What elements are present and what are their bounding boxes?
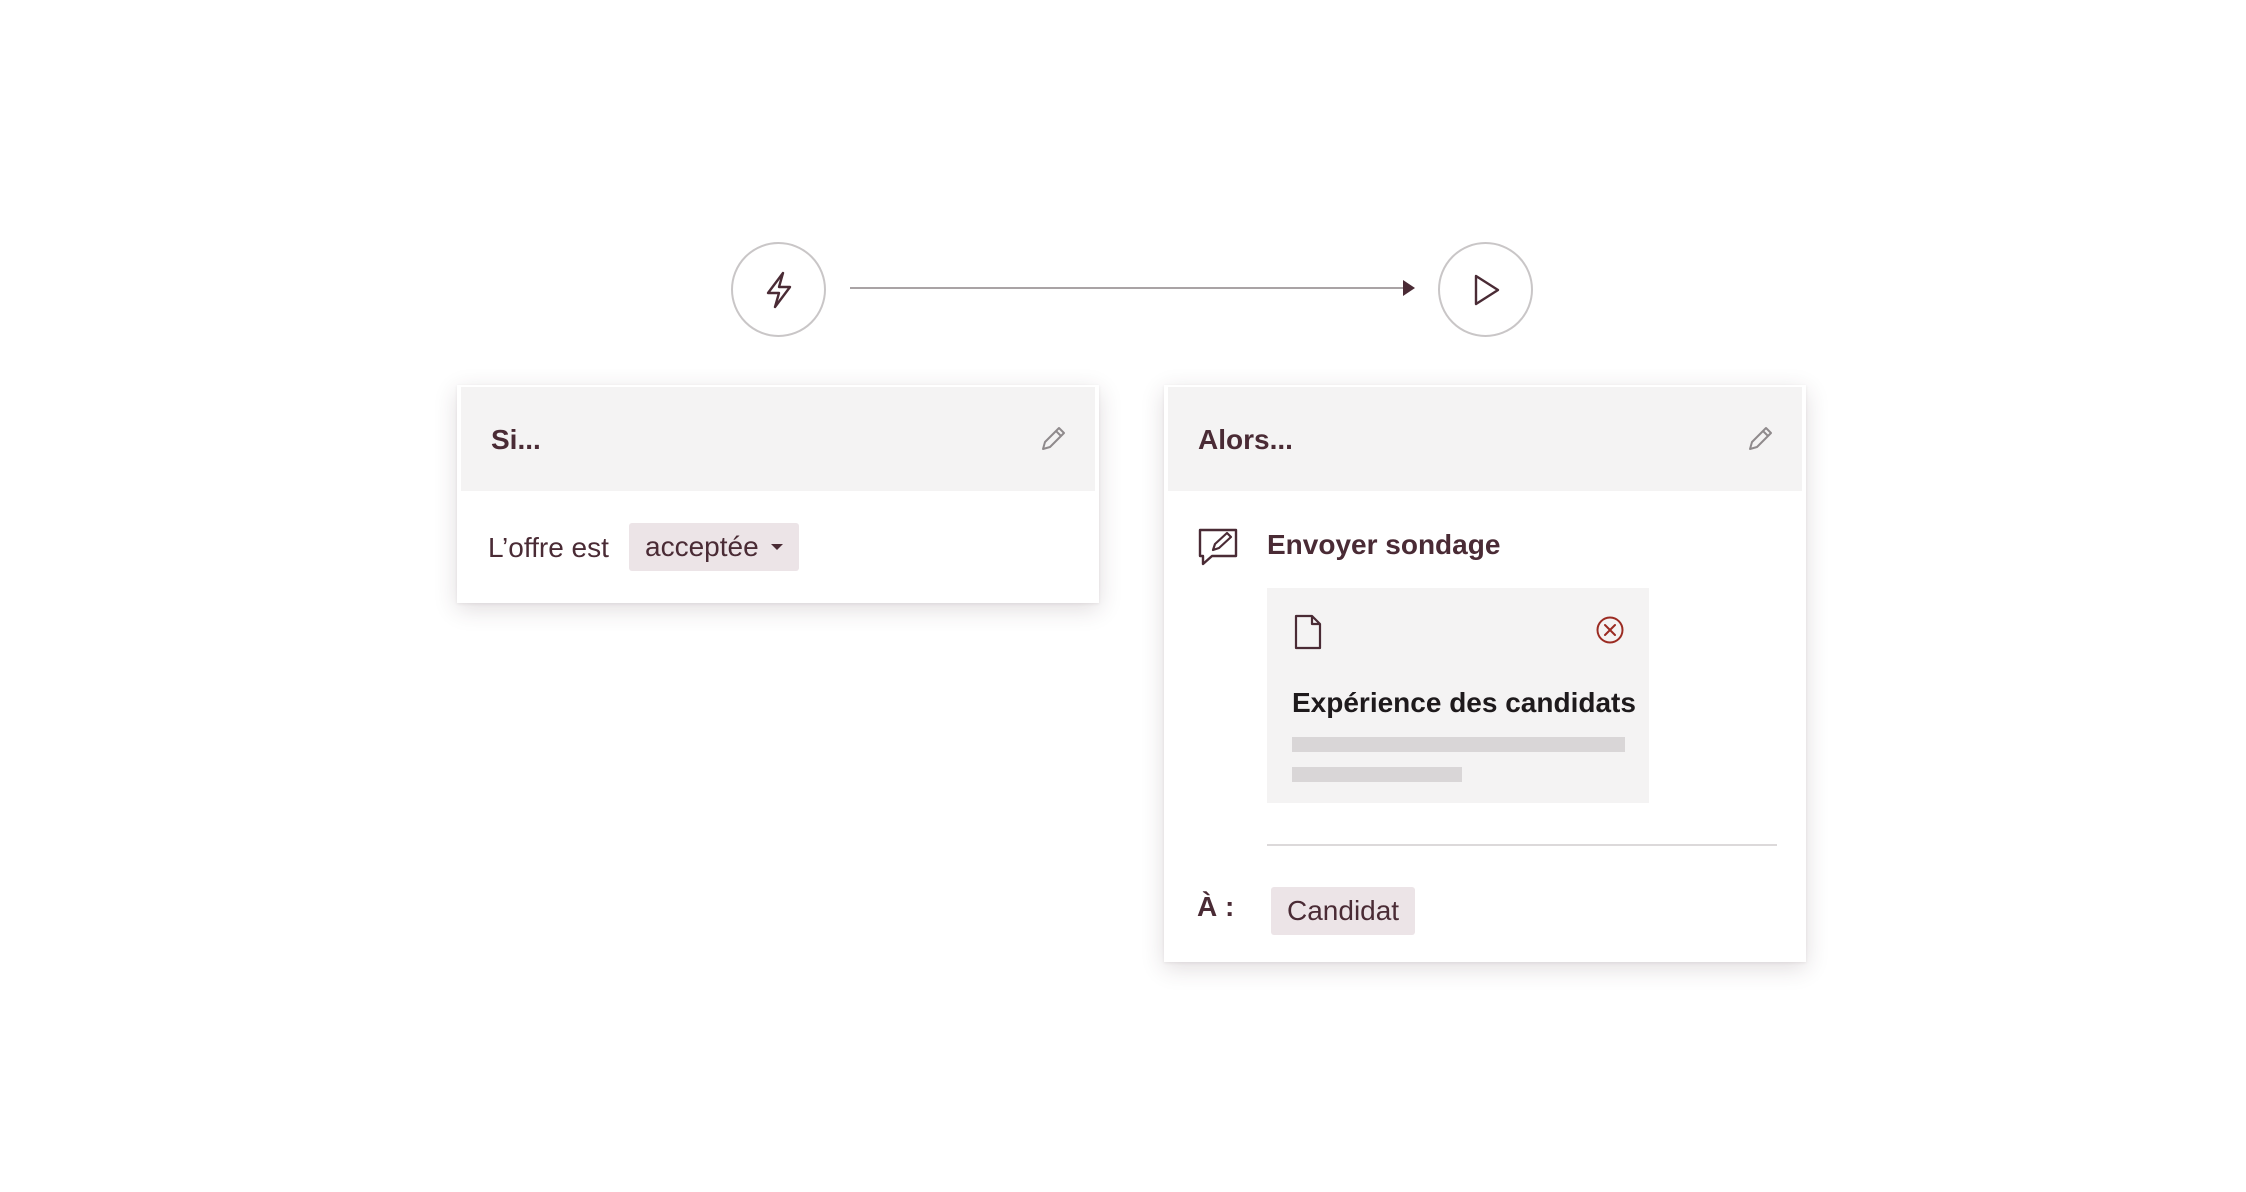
if-condition-card: Si... L’offre est acceptée bbox=[457, 385, 1099, 603]
close-circle-icon bbox=[1596, 616, 1624, 644]
survey-name: Expérience des candidats bbox=[1292, 687, 1636, 718]
recipient-label: À : bbox=[1197, 891, 1235, 922]
then-card-title: Alors... bbox=[1198, 424, 1293, 455]
lightning-bolt-icon bbox=[766, 271, 791, 308]
pencil-icon bbox=[1749, 427, 1772, 450]
play-icon bbox=[1474, 274, 1499, 305]
trigger-node[interactable] bbox=[731, 242, 826, 337]
remove-survey-button[interactable] bbox=[1595, 615, 1625, 645]
send-survey-label: Envoyer sondage bbox=[1267, 529, 1501, 560]
condition-label: L’offre est bbox=[488, 532, 609, 563]
caret-down-icon bbox=[770, 544, 783, 550]
survey-description-placeholder bbox=[1292, 767, 1462, 782]
document-icon bbox=[1294, 614, 1322, 650]
edit-action-button[interactable] bbox=[1744, 423, 1776, 455]
pencil-icon bbox=[1042, 427, 1065, 450]
offer-status-value: acceptée bbox=[645, 531, 759, 562]
then-action-card: Alors... Envoyer sondage Expérienc bbox=[1164, 385, 1806, 962]
flow-connector bbox=[850, 287, 1412, 289]
action-node[interactable] bbox=[1438, 242, 1533, 337]
then-card-header: Alors... bbox=[1168, 387, 1802, 491]
if-card-header: Si... bbox=[461, 387, 1095, 491]
survey-message-icon bbox=[1198, 528, 1238, 566]
survey-tile[interactable]: Expérience des candidats bbox=[1267, 588, 1649, 803]
recipient-chip[interactable]: Candidat bbox=[1271, 887, 1416, 935]
offer-status-dropdown[interactable]: acceptée bbox=[629, 523, 799, 571]
edit-condition-button[interactable] bbox=[1037, 423, 1069, 455]
if-card-title: Si... bbox=[491, 424, 541, 455]
divider bbox=[1267, 844, 1777, 846]
connector-arrowhead bbox=[1403, 280, 1415, 296]
survey-description-placeholder bbox=[1292, 737, 1625, 752]
